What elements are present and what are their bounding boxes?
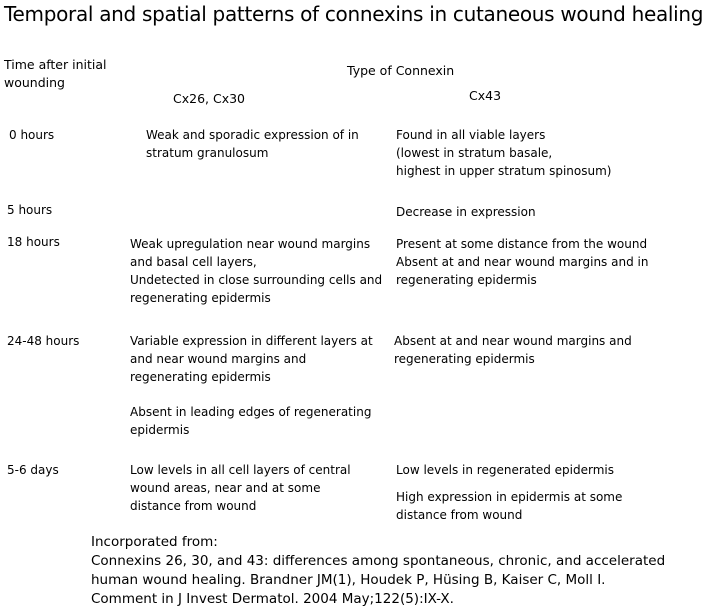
row-time-24-48h: 24-48 hours	[7, 334, 80, 348]
cell-cx43-5-6d-extra: High expression in epidermis at some dis…	[396, 490, 623, 522]
cell-cx43-0h: Found in all viable layers (lowest in st…	[396, 128, 612, 178]
time-column-header: Time after initial wounding	[4, 57, 107, 90]
citation-text: Connexins 26, 30, and 43: differences am…	[91, 553, 666, 607]
page-title: Temporal and spatial patterns of connexi…	[4, 2, 704, 26]
cx26-cx30-column-header: Cx26, Cx30	[173, 91, 246, 106]
citation-heading: Incorporated from:	[91, 534, 218, 550]
row-time-5h: 5 hours	[7, 203, 53, 217]
cell-cx43-5h: Decrease in expression	[396, 205, 536, 219]
cx43-column-header: Cx43	[469, 88, 502, 103]
row-time-5-6d: 5-6 days	[7, 463, 59, 477]
cell-cx26-24-48h: Variable expression in different layers …	[130, 334, 373, 384]
cell-cx26-18h: Weak upregulation near wound margins and…	[130, 237, 383, 305]
cell-cx26-0h: Weak and sporadic expression of in strat…	[146, 128, 359, 160]
connexin-type-header: Type of Connexin	[347, 63, 455, 78]
cell-cx26-24-48h-extra: Absent in leading edges of regenerating …	[130, 405, 372, 437]
row-time-0h: 0 hours	[9, 128, 55, 142]
cell-cx43-5-6d: Low levels in regenerated epidermis	[396, 463, 614, 477]
cell-cx26-5-6d: Low levels in all cell layers of central…	[130, 463, 351, 513]
cell-cx43-18h: Present at some distance from the wound …	[396, 237, 649, 287]
row-time-18h: 18 hours	[7, 235, 60, 249]
cell-cx43-24-48h: Absent at and near wound margins and reg…	[394, 334, 632, 366]
